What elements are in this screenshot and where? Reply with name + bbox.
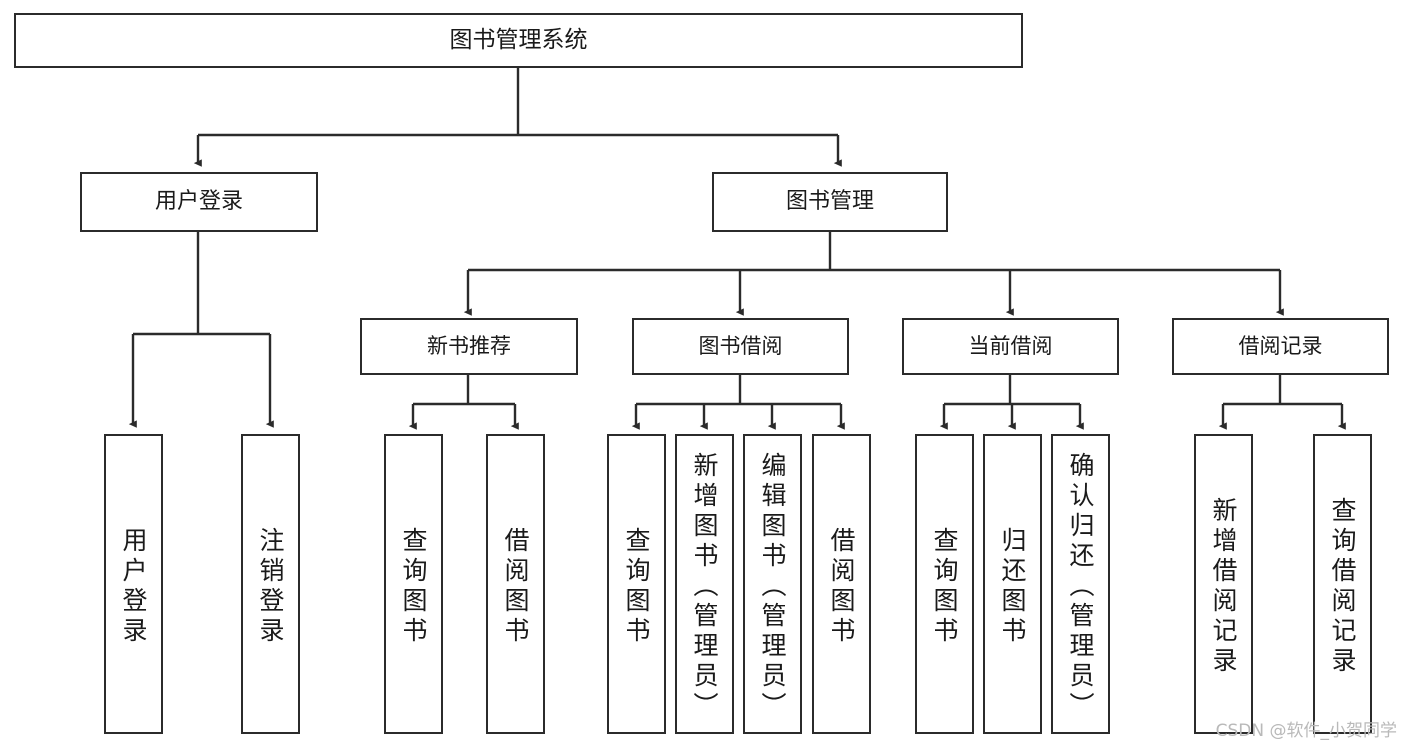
leaf-return-book-wrap: 归还图书 bbox=[998, 442, 1027, 732]
watermark: CSDN @软件_小贺同学 bbox=[1215, 721, 1397, 741]
leaf-confirm-return[interactable]: 确认归还（管理员） bbox=[1051, 434, 1110, 734]
node-book-manage[interactable]: 图书管理 bbox=[712, 172, 948, 232]
leaf-edit-book-wrap: 编辑图书（管理员） bbox=[758, 442, 787, 732]
node-root[interactable]: 图书管理系统 bbox=[14, 13, 1023, 68]
leaf-query-book-3-label: 查询图书 bbox=[930, 527, 959, 647]
leaf-query-record-wrap: 查询借阅记录 bbox=[1328, 442, 1357, 732]
node-new-book-recommend-label: 新书推荐 bbox=[427, 334, 511, 358]
leaf-query-record[interactable]: 查询借阅记录 bbox=[1313, 434, 1372, 734]
leaf-confirm-return-label: 确认归还（管理员） bbox=[1066, 452, 1095, 722]
node-new-book-recommend[interactable]: 新书推荐 bbox=[360, 318, 578, 375]
leaf-borrow-book-2-wrap: 借阅图书 bbox=[827, 442, 856, 732]
leaf-logout[interactable]: 注销登录 bbox=[241, 434, 300, 734]
leaf-add-book[interactable]: 新增图书（管理员） bbox=[675, 434, 734, 734]
leaf-query-book-1-label: 查询图书 bbox=[399, 527, 428, 647]
leaf-user-login-wrap: 用户登录 bbox=[119, 442, 148, 732]
leaf-query-book-3-wrap: 查询图书 bbox=[930, 442, 959, 732]
leaf-add-record-wrap: 新增借阅记录 bbox=[1209, 442, 1238, 732]
leaf-user-login-label: 用户登录 bbox=[119, 527, 148, 647]
leaf-add-book-wrap: 新增图书（管理员） bbox=[690, 442, 719, 732]
leaf-borrow-book-2[interactable]: 借阅图书 bbox=[812, 434, 871, 734]
leaf-borrow-book-1-label: 借阅图书 bbox=[501, 527, 530, 647]
leaf-return-book-label: 归还图书 bbox=[998, 527, 1027, 647]
leaf-return-book[interactable]: 归还图书 bbox=[983, 434, 1042, 734]
leaf-query-book-1-wrap: 查询图书 bbox=[399, 442, 428, 732]
leaf-logout-wrap: 注销登录 bbox=[256, 442, 285, 732]
node-current-borrow-label: 当前借阅 bbox=[968, 334, 1053, 358]
leaf-query-book-1[interactable]: 查询图书 bbox=[384, 434, 443, 734]
leaf-edit-book-label: 编辑图书（管理员） bbox=[758, 452, 787, 722]
leaf-borrow-book-2-label: 借阅图书 bbox=[827, 527, 856, 647]
node-borrow-record-label: 借阅记录 bbox=[1238, 334, 1323, 358]
node-user-login-label: 用户登录 bbox=[154, 189, 243, 214]
leaf-query-book-2-wrap: 查询图书 bbox=[622, 442, 651, 732]
node-book-borrow[interactable]: 图书借阅 bbox=[632, 318, 849, 375]
leaf-add-record-label: 新增借阅记录 bbox=[1209, 497, 1238, 677]
leaf-edit-book[interactable]: 编辑图书（管理员） bbox=[743, 434, 802, 734]
leaf-query-record-label: 查询借阅记录 bbox=[1328, 497, 1357, 677]
node-user-login[interactable]: 用户登录 bbox=[80, 172, 318, 232]
node-book-manage-label: 图书管理 bbox=[785, 189, 874, 214]
leaf-add-record[interactable]: 新增借阅记录 bbox=[1194, 434, 1253, 734]
leaf-query-book-3[interactable]: 查询图书 bbox=[915, 434, 974, 734]
leaf-user-login[interactable]: 用户登录 bbox=[104, 434, 163, 734]
node-book-borrow-label: 图书借阅 bbox=[698, 334, 783, 358]
leaf-logout-label: 注销登录 bbox=[256, 527, 285, 647]
leaf-query-book-2[interactable]: 查询图书 bbox=[607, 434, 666, 734]
node-borrow-record[interactable]: 借阅记录 bbox=[1172, 318, 1389, 375]
leaf-add-book-label: 新增图书（管理员） bbox=[690, 452, 719, 722]
node-root-label: 图书管理系统 bbox=[449, 27, 588, 53]
leaf-borrow-book-1[interactable]: 借阅图书 bbox=[486, 434, 545, 734]
leaf-borrow-book-1-wrap: 借阅图书 bbox=[501, 442, 530, 732]
node-current-borrow[interactable]: 当前借阅 bbox=[902, 318, 1119, 375]
leaf-confirm-return-wrap: 确认归还（管理员） bbox=[1066, 442, 1095, 732]
leaf-query-book-2-label: 查询图书 bbox=[622, 527, 651, 647]
